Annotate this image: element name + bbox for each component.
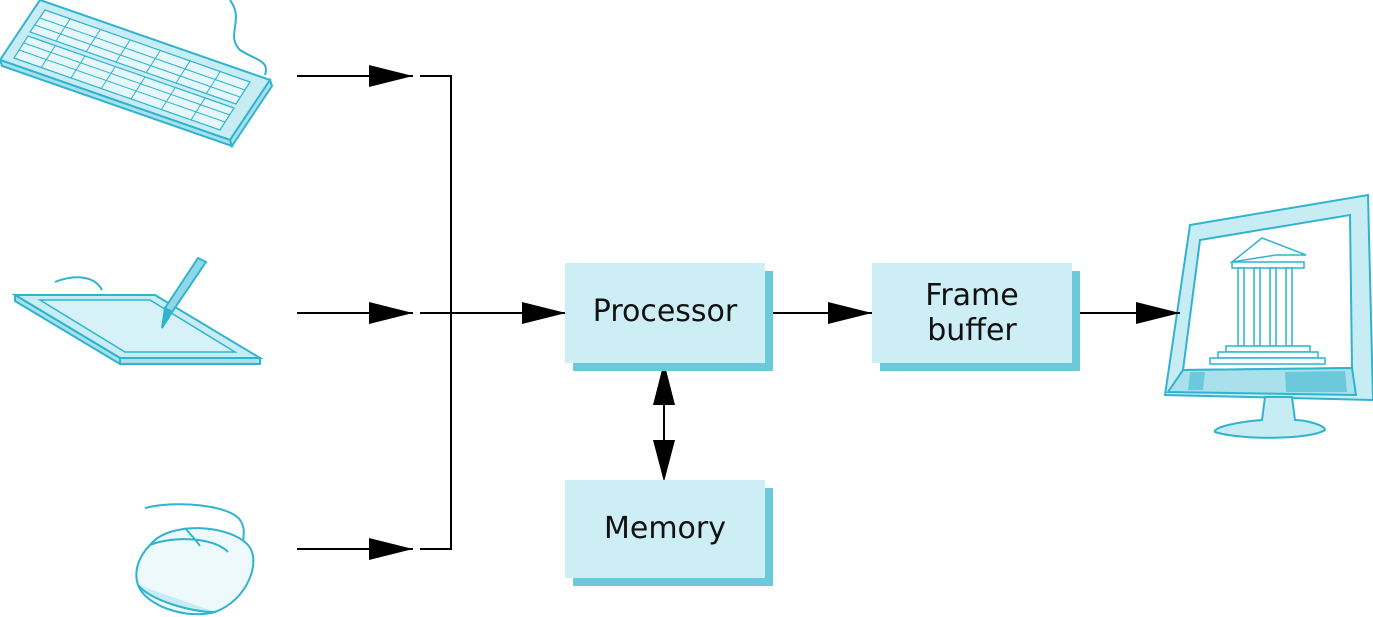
processor-memory-link: [653, 362, 675, 482]
frame-buffer-label-line1: Frame: [925, 278, 1018, 313]
mouse-icon: [135, 503, 255, 616]
monitor-icon: [1163, 193, 1373, 439]
memory-box: Memory: [565, 480, 773, 586]
graphics-tablet-icon: [11, 256, 264, 366]
frame-buffer-box: Frame buffer: [872, 263, 1080, 371]
processor-label: Processor: [593, 294, 738, 329]
processor-box: Processor: [565, 263, 773, 371]
connectors: [297, 65, 1180, 560]
keyboard-icon: [0, 0, 274, 149]
frame-buffer-label-line2: buffer: [927, 313, 1017, 348]
memory-label: Memory: [604, 511, 726, 546]
